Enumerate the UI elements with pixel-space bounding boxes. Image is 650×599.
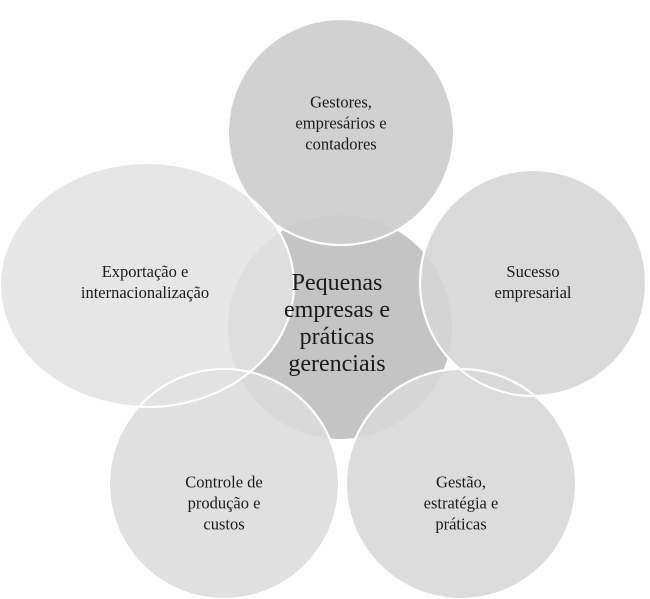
- petal-right-label: Sucesso empresarial: [494, 262, 572, 302]
- outline-layer: [0, 18, 647, 599]
- petal-top-label: Gestores, empresários e contadores: [295, 92, 387, 154]
- petal-bottom-right-label: Gestão, estratégia e práticas: [423, 472, 499, 534]
- petal-left-label: Exportação e internacionalização: [80, 262, 210, 302]
- petal-bottom-left-label: Controle de produção e custos: [185, 472, 263, 534]
- center-label: Pequenas empresas e práticas gerenciais: [284, 270, 390, 377]
